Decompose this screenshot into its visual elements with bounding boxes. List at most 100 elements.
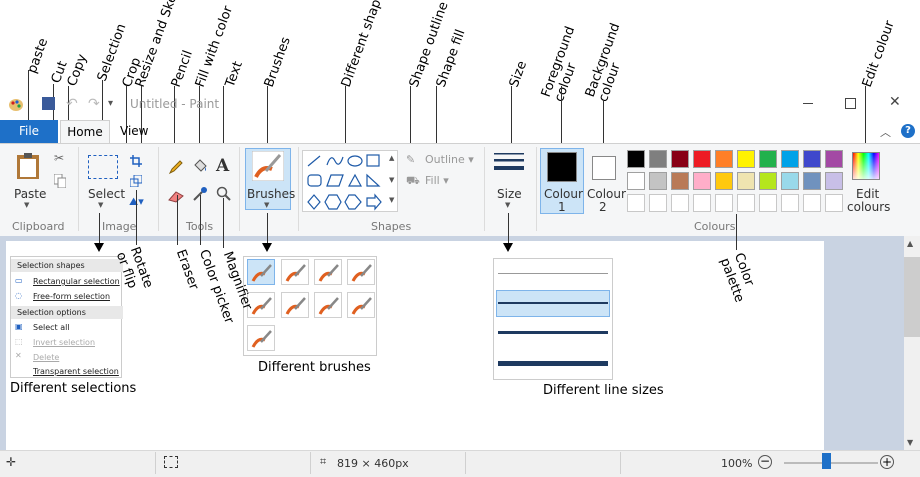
palette-swatch[interactable] xyxy=(649,172,667,190)
tab-file[interactable]: File xyxy=(0,120,58,143)
palette-swatch[interactable] xyxy=(627,194,645,212)
palette-swatch[interactable] xyxy=(803,150,821,168)
color-picker-icon[interactable] xyxy=(192,186,208,202)
palette-swatch[interactable] xyxy=(825,150,843,168)
palette-swatch[interactable] xyxy=(693,150,711,168)
shape-fill-icon[interactable]: ⛟ xyxy=(406,174,420,187)
brush-tile[interactable] xyxy=(281,259,309,285)
line-size-3[interactable] xyxy=(498,331,608,334)
minimize-icon[interactable] xyxy=(803,103,813,104)
outline-icon[interactable]: ✎ xyxy=(406,153,416,166)
colour-2-swatch[interactable] xyxy=(592,156,616,180)
zoom-slider-thumb[interactable] xyxy=(822,453,831,469)
brush-tile[interactable] xyxy=(247,325,275,351)
select-icon[interactable] xyxy=(88,155,118,179)
palette-swatch[interactable] xyxy=(649,194,667,212)
undo-icon[interactable]: ↶ xyxy=(66,96,78,112)
transparent-selection-item[interactable]: Transparent selection xyxy=(33,367,119,376)
size-icon[interactable] xyxy=(494,152,524,176)
magnifier-icon[interactable] xyxy=(216,186,232,202)
shapes-scroll-down-icon[interactable]: ▼ xyxy=(389,176,395,184)
palette-swatch[interactable] xyxy=(649,150,667,168)
palette-swatch[interactable] xyxy=(737,150,755,168)
brush-tile[interactable] xyxy=(314,259,342,285)
brush-tile[interactable] xyxy=(247,259,275,285)
outline-button[interactable]: Outline ▾ xyxy=(425,153,474,166)
scroll-up-icon[interactable]: ▲ xyxy=(907,239,914,248)
palette-swatch[interactable] xyxy=(671,172,689,190)
line-size-2[interactable] xyxy=(498,302,608,304)
palette-swatch[interactable] xyxy=(715,172,733,190)
palette-swatch[interactable] xyxy=(803,194,821,212)
redo-icon[interactable]: ↷ xyxy=(88,96,100,112)
palette-swatch[interactable] xyxy=(693,172,711,190)
drawing-canvas[interactable] xyxy=(6,241,824,450)
close-icon[interactable]: ✕ xyxy=(889,94,901,110)
brush-tile[interactable] xyxy=(247,292,275,318)
eraser-icon[interactable] xyxy=(168,188,184,203)
size-button[interactable]: Size xyxy=(497,187,522,201)
brush-tile[interactable] xyxy=(347,259,375,285)
shapes-gallery[interactable] xyxy=(302,150,398,212)
collapse-ribbon-icon[interactable]: ︿ xyxy=(880,126,891,139)
edit-colours-label-2[interactable]: colours xyxy=(847,200,891,214)
brush-tile[interactable] xyxy=(347,292,375,318)
palette-swatch[interactable] xyxy=(737,194,755,212)
palette-swatch[interactable] xyxy=(671,194,689,212)
invert-selection-item[interactable]: Invert selection xyxy=(33,338,96,347)
tab-view[interactable]: View xyxy=(120,124,149,138)
pencil-icon[interactable] xyxy=(168,159,184,175)
palette-swatch[interactable] xyxy=(825,172,843,190)
palette-swatch[interactable] xyxy=(759,172,777,190)
palette-swatch[interactable] xyxy=(715,194,733,212)
help-icon[interactable]: ? xyxy=(901,124,915,138)
brushes-dropdown-icon[interactable]: ▼ xyxy=(264,201,270,209)
quick-access-dropdown-icon[interactable]: ▾ xyxy=(108,98,114,109)
fill-icon[interactable] xyxy=(192,158,208,174)
paste-icon[interactable] xyxy=(16,152,40,180)
palette-swatch[interactable] xyxy=(737,172,755,190)
palette-swatch[interactable] xyxy=(627,172,645,190)
crop-icon[interactable] xyxy=(130,152,142,167)
palette-swatch[interactable] xyxy=(781,150,799,168)
maximize-icon[interactable] xyxy=(845,98,856,109)
brush-tile[interactable] xyxy=(314,292,342,318)
edit-colours-icon[interactable] xyxy=(852,152,880,180)
size-dropdown-icon[interactable]: ▼ xyxy=(505,201,511,209)
zoom-in-icon[interactable]: + xyxy=(880,455,894,469)
tab-home[interactable]: Home xyxy=(60,120,110,144)
scroll-down-icon[interactable]: ▼ xyxy=(907,438,914,447)
edit-colours-label-1[interactable]: Edit xyxy=(856,187,880,201)
cut-icon[interactable]: ✂ xyxy=(54,151,65,165)
select-all-item[interactable]: Select all xyxy=(33,323,70,332)
shapes-more-icon[interactable]: ▼ xyxy=(389,196,395,204)
palette-swatch[interactable] xyxy=(759,194,777,212)
select-dropdown-icon[interactable]: ▼ xyxy=(98,201,104,209)
paste-button[interactable]: Paste xyxy=(14,187,47,201)
brush-tile[interactable] xyxy=(281,292,309,318)
palette-swatch[interactable] xyxy=(627,150,645,168)
select-button[interactable]: Select xyxy=(88,187,126,201)
palette-swatch[interactable] xyxy=(693,194,711,212)
palette-swatch[interactable] xyxy=(759,150,777,168)
text-icon[interactable]: A xyxy=(216,156,230,176)
line-size-1[interactable] xyxy=(498,273,608,274)
paste-dropdown-icon[interactable]: ▼ xyxy=(24,201,30,209)
shape-fill-button[interactable]: Fill ▾ xyxy=(425,174,449,187)
palette-swatch[interactable] xyxy=(781,172,799,190)
palette-swatch[interactable] xyxy=(715,150,733,168)
palette-swatch[interactable] xyxy=(825,194,843,212)
palette-swatch[interactable] xyxy=(671,150,689,168)
free-selection-item[interactable]: Free-form selection xyxy=(33,292,111,301)
vertical-scroll-thumb[interactable] xyxy=(904,257,920,337)
copy-icon[interactable] xyxy=(53,173,67,189)
line-size-4[interactable] xyxy=(498,361,608,366)
delete-item[interactable]: Delete xyxy=(33,353,60,362)
resize-icon[interactable] xyxy=(129,172,143,188)
palette-swatch[interactable] xyxy=(803,172,821,190)
palette-swatch[interactable] xyxy=(781,194,799,212)
zoom-out-icon[interactable]: − xyxy=(758,454,772,469)
shapes-scroll-up-icon[interactable]: ▲ xyxy=(389,154,395,162)
save-icon[interactable] xyxy=(42,97,55,110)
zoom-slider-track[interactable] xyxy=(784,462,878,464)
